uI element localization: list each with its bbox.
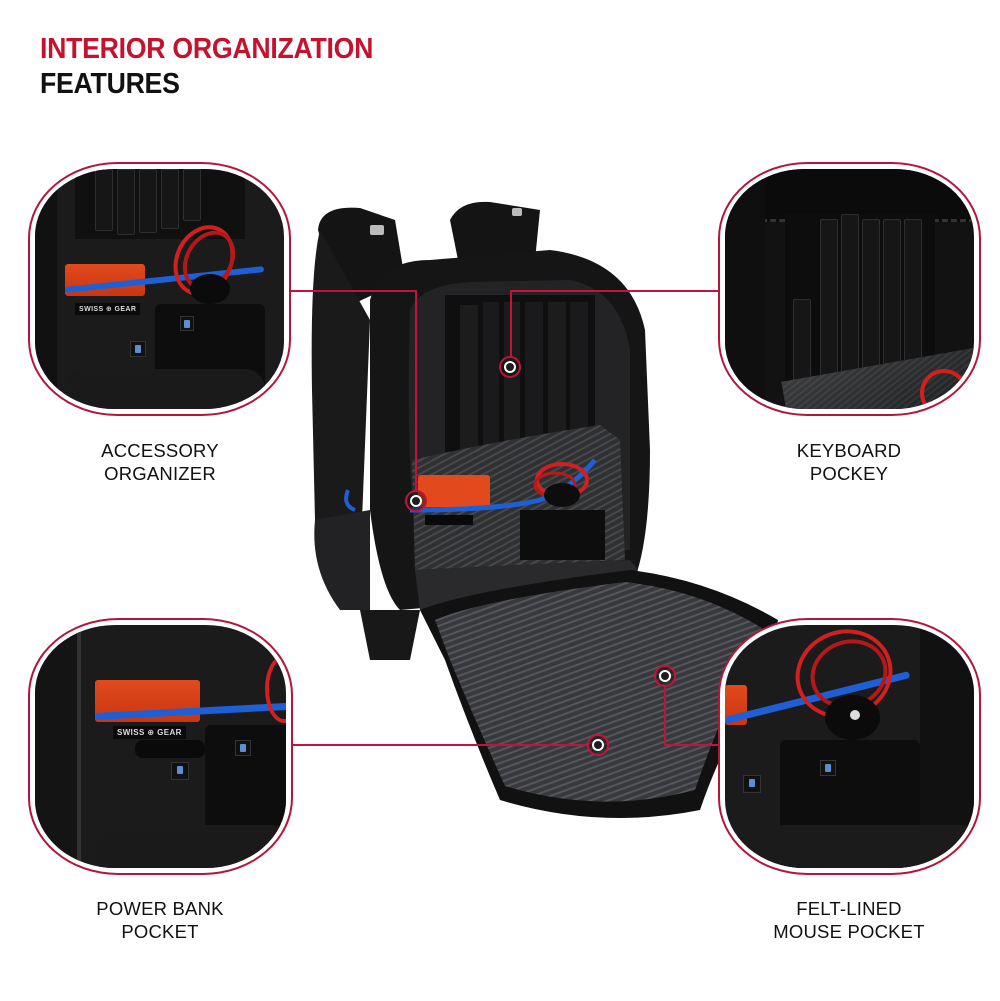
inset-photo: SWISS ⊕ GEAR (35, 169, 284, 409)
brand-tag: SWISS ⊕ GEAR (75, 303, 141, 315)
label-mouse-pocket: FELT-LINED MOUSE POCKET (773, 898, 925, 942)
label-power-bank-pocket: POWER BANK POCKET (96, 898, 224, 942)
connector-powerbank-horizontal (290, 744, 588, 746)
title-line-black: FEATURES (40, 68, 180, 100)
inset-photo (725, 169, 974, 409)
backpack-illustration (311, 201, 778, 818)
brand-tag: SWISS ⊕ GEAR (113, 726, 186, 739)
connector-mouse-vertical (664, 686, 666, 746)
inset-keyboard-pocket (718, 162, 981, 416)
inset-accessory-organizer: SWISS ⊕ GEAR (28, 162, 291, 416)
title-line-red: INTERIOR ORGANIZATION (40, 33, 374, 65)
inset-power-bank-pocket: SWISS ⊕ GEAR (28, 618, 293, 875)
marker-keyboard-pocket[interactable] (499, 356, 521, 378)
label-accessory-organizer: ACCESSORY ORGANIZER (101, 440, 219, 484)
inset-photo: SWISS ⊕ GEAR (35, 625, 286, 868)
marker-accessory-organizer[interactable] (405, 490, 427, 512)
inset-mouse-pocket (718, 618, 981, 875)
marker-mouse-pocket[interactable] (654, 665, 676, 687)
connector-keyboard-vertical (510, 290, 512, 356)
connector-accessory-horizontal (290, 290, 416, 292)
connector-accessory-vertical (415, 290, 417, 490)
marker-power-bank-pocket[interactable] (587, 734, 609, 756)
label-keyboard-pocket: KEYBOARD POCKEY (796, 440, 902, 484)
connector-mouse-horizontal (664, 744, 722, 746)
inset-photo (725, 625, 974, 868)
connector-keyboard-horizontal (510, 290, 718, 292)
page-title: INTERIOR ORGANIZATION FEATURES (40, 32, 373, 102)
